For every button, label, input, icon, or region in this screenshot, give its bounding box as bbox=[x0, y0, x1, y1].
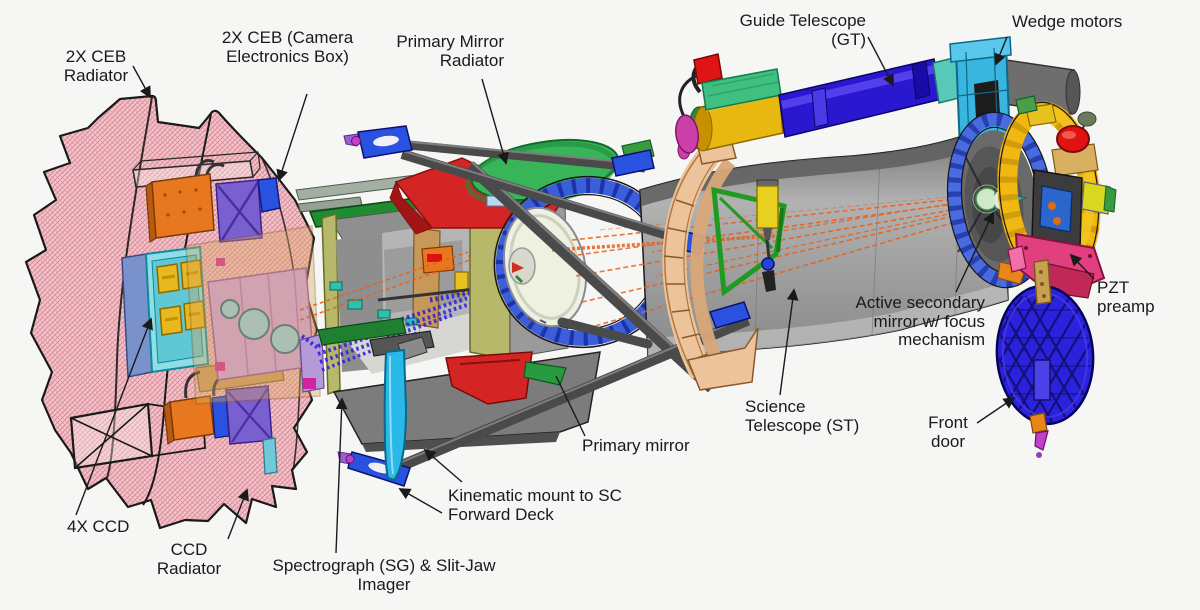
camera-box bbox=[185, 225, 321, 405]
leader-lines bbox=[75, 36, 1095, 554]
leader-kinematic-1 bbox=[423, 448, 463, 483]
label-ceb-box: 2X CEB (Camera Electronics Box) bbox=[221, 28, 354, 66]
label-spectrograph: Spectrograph (SG) & Slit-Jaw Imager bbox=[272, 556, 496, 594]
leader-wedge-motors bbox=[994, 36, 1008, 66]
ccd-assembly bbox=[121, 245, 210, 378]
label-ccd-radiator: CCD Radiator bbox=[156, 540, 222, 578]
door-hinge-rod bbox=[1033, 259, 1052, 305]
leader-front-door bbox=[976, 397, 1016, 424]
label-primary-mirror: Primary mirror bbox=[582, 436, 690, 455]
leader-4x-ccd bbox=[75, 317, 153, 516]
red-knob bbox=[1056, 125, 1090, 153]
label-active-secondary: Active secondary mirror w/ focus mechani… bbox=[855, 293, 985, 350]
label-4x-ccd: 4X CCD bbox=[67, 517, 130, 536]
front-door-lattice bbox=[994, 295, 1096, 426]
label-front-door: Front door bbox=[928, 413, 968, 451]
leader-pzt-preamp bbox=[1069, 253, 1095, 280]
radiator-wireframe-brackets bbox=[69, 151, 261, 470]
label-kinematic-mount: Kinematic mount to SC Forward Deck bbox=[448, 486, 622, 524]
leader-science-telescope bbox=[779, 288, 799, 396]
leader-ccd-radiator bbox=[227, 488, 249, 540]
label-science-telescope: Science Telescope (ST) bbox=[745, 397, 860, 435]
leader-pm-radiator bbox=[481, 78, 509, 165]
gt-red-box bbox=[693, 53, 723, 85]
label-guide-telescope: Guide Telescope (GT) bbox=[739, 11, 866, 49]
leader-primary-mirror bbox=[555, 375, 586, 437]
kinematic-mount-group bbox=[369, 330, 435, 482]
spectrograph-beam-rays bbox=[300, 289, 476, 372]
support-struts bbox=[337, 125, 751, 487]
leader-active-secondary bbox=[955, 211, 995, 293]
leader-kinematic-2 bbox=[398, 488, 443, 514]
leader-spectrograph bbox=[335, 397, 348, 554]
label-wedge-motors: Wedge motors bbox=[1012, 12, 1123, 31]
label-pzt-preamp: PZT preamp bbox=[1097, 278, 1155, 316]
ceb-boxes-top bbox=[145, 159, 281, 244]
leader-ceb-box bbox=[276, 93, 308, 182]
label-ceb-radiator: 2X CEB Radiator bbox=[63, 47, 129, 85]
label-primary-mirror-radiator: Primary Mirror Radiator bbox=[396, 32, 504, 70]
guide-telescope-group bbox=[675, 53, 964, 154]
leader-guide-telescope bbox=[867, 36, 894, 87]
leader-ceb-radiator bbox=[132, 65, 151, 99]
front-door-group bbox=[994, 259, 1096, 458]
front-ring-assembly bbox=[946, 95, 1117, 289]
